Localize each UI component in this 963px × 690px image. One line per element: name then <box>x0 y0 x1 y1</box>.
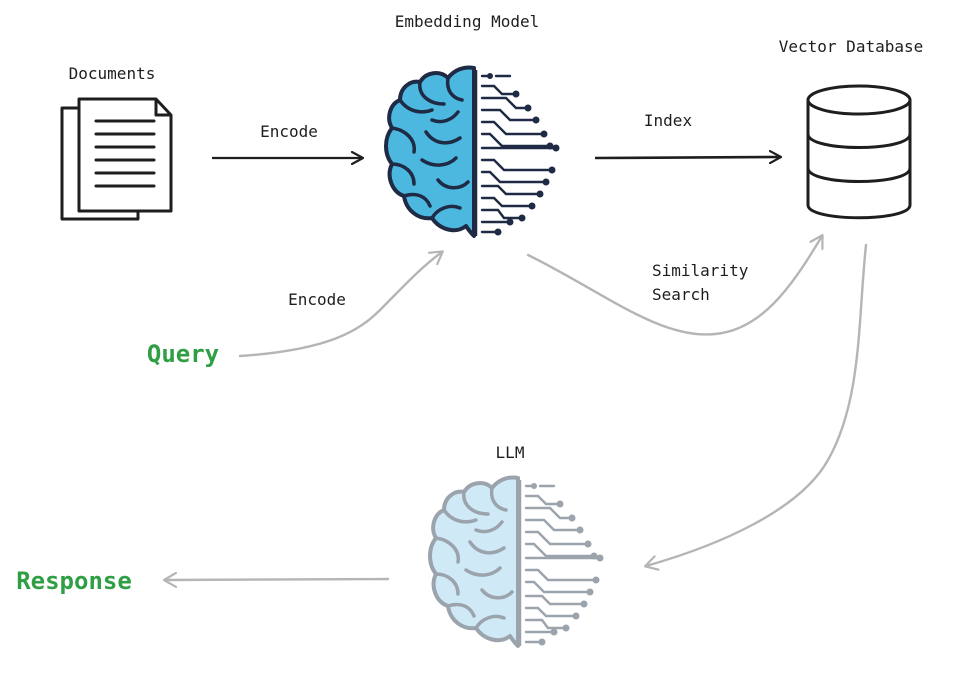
encode-docs-label: Encode <box>260 122 318 141</box>
embedding-model-label: Embedding Model <box>395 12 540 31</box>
similarity-search-arrow <box>526 236 822 336</box>
llm-label: LLM <box>496 443 525 462</box>
index-arrow <box>594 157 780 158</box>
response-arrow <box>165 579 390 580</box>
index-label: Index <box>644 111 693 130</box>
vector-database-label: Vector Database <box>779 37 924 56</box>
documents-label: Documents <box>69 64 156 83</box>
encode-query-label: Encode <box>288 290 346 309</box>
response-label: Response <box>16 567 132 595</box>
documents-icon <box>60 97 173 221</box>
query-label: Query <box>147 340 219 368</box>
similarity-label-line2: Search <box>652 285 710 304</box>
context-to-llm-arrow <box>646 243 868 566</box>
brain-circuit-icon <box>384 65 560 238</box>
encode-query-arrow <box>238 252 442 358</box>
similarity-label-line1: Similarity <box>652 261 749 280</box>
database-icon <box>806 84 912 220</box>
brain-circuit-icon-faded <box>428 475 604 648</box>
